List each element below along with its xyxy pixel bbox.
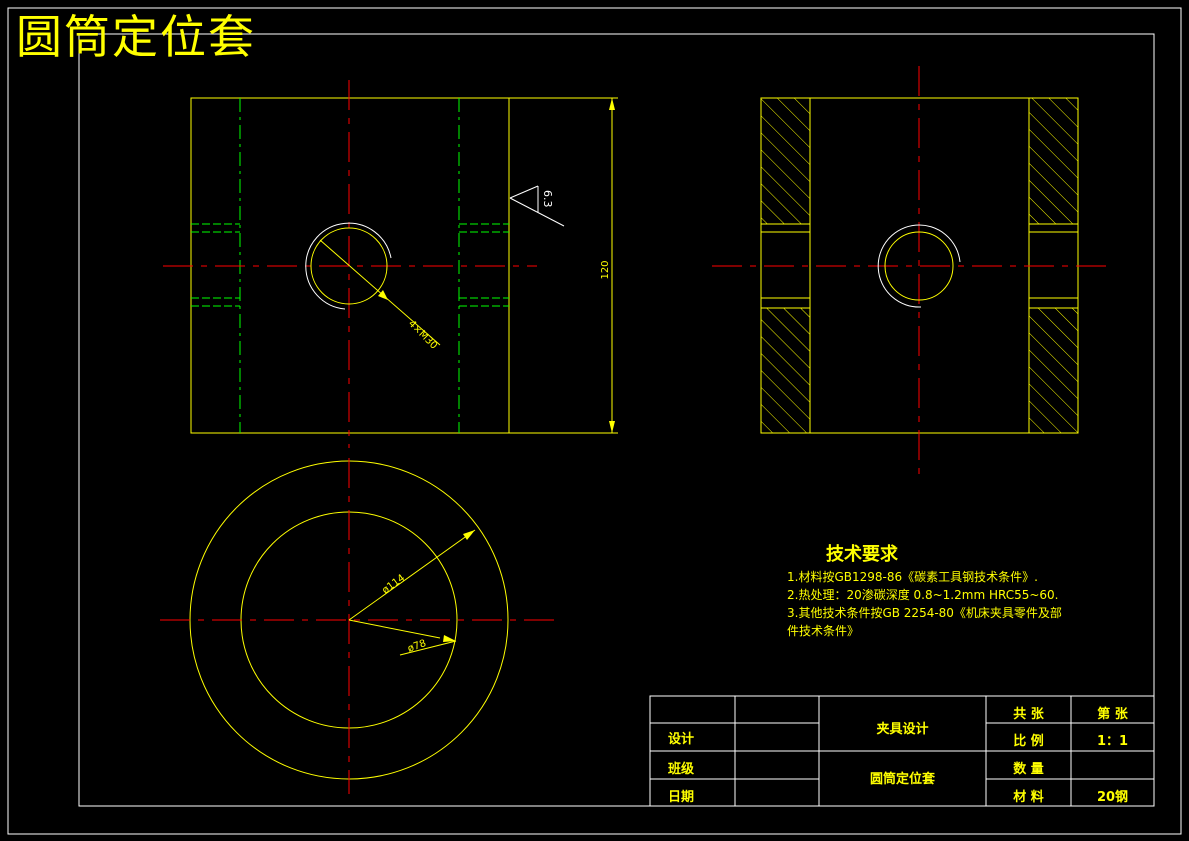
tb-scale-value: 1：1 [1096, 734, 1129, 749]
front-view: 120 4×M30 6.3 [163, 80, 618, 448]
height-dimension [509, 97, 618, 434]
tech-requirement-1: 1.材料按GB1298-86《碳素工具钢技术条件》. [787, 570, 1038, 584]
tb-project: 夹具设计 [876, 722, 929, 737]
thread-callout: 4×M30 [406, 318, 439, 351]
dia-78-label: ø78 [406, 638, 427, 655]
tech-requirement-2: 2.热处理：20渗碳深度 0.8~1.2mm HRC55~60. [787, 588, 1059, 602]
tb-total-sheets: 共 张 [1013, 707, 1044, 722]
thread-leader [319, 239, 441, 346]
tb-part-name: 圆筒定位套 [869, 772, 935, 787]
thread-major-arc [305, 222, 392, 310]
tb-material-label: 材 料 [1013, 790, 1044, 805]
inner-frame [78, 33, 1155, 807]
tb-sheet-no: 第 张 [1097, 707, 1128, 722]
thread-minor-circle [310, 227, 388, 305]
tb-design-label: 设计 [667, 732, 694, 747]
tb-date-label: 日期 [667, 790, 694, 805]
dimension-120: 120 [600, 260, 611, 279]
roughness-value: 6.3 [541, 190, 554, 208]
top-view: ø114 ø78 [160, 458, 560, 794]
dia-78-leader [348, 619, 441, 639]
outer-frame [7, 7, 1182, 835]
drawing-title: 圆筒定位套 [16, 10, 256, 64]
tech-requirement-3: 3.其他技术条件按GB 2254-80《机床夹具零件及部 [787, 606, 1062, 620]
tb-class-label: 班级 [667, 762, 694, 777]
tech-requirements-heading: 技术要求 [826, 544, 898, 565]
roughness-symbol [509, 185, 565, 227]
tb-material-value: 20钢 [1096, 790, 1129, 805]
tb-scale-label: 比 例 [1013, 734, 1044, 749]
tech-requirement-4: 件技术条件》 [787, 624, 860, 638]
title-block-grid [649, 695, 1155, 807]
tb-qty-label: 数 量 [1013, 762, 1044, 777]
dia-114-leader [348, 529, 476, 621]
section-view [712, 66, 1113, 476]
dia-114-label: ø114 [380, 573, 407, 597]
